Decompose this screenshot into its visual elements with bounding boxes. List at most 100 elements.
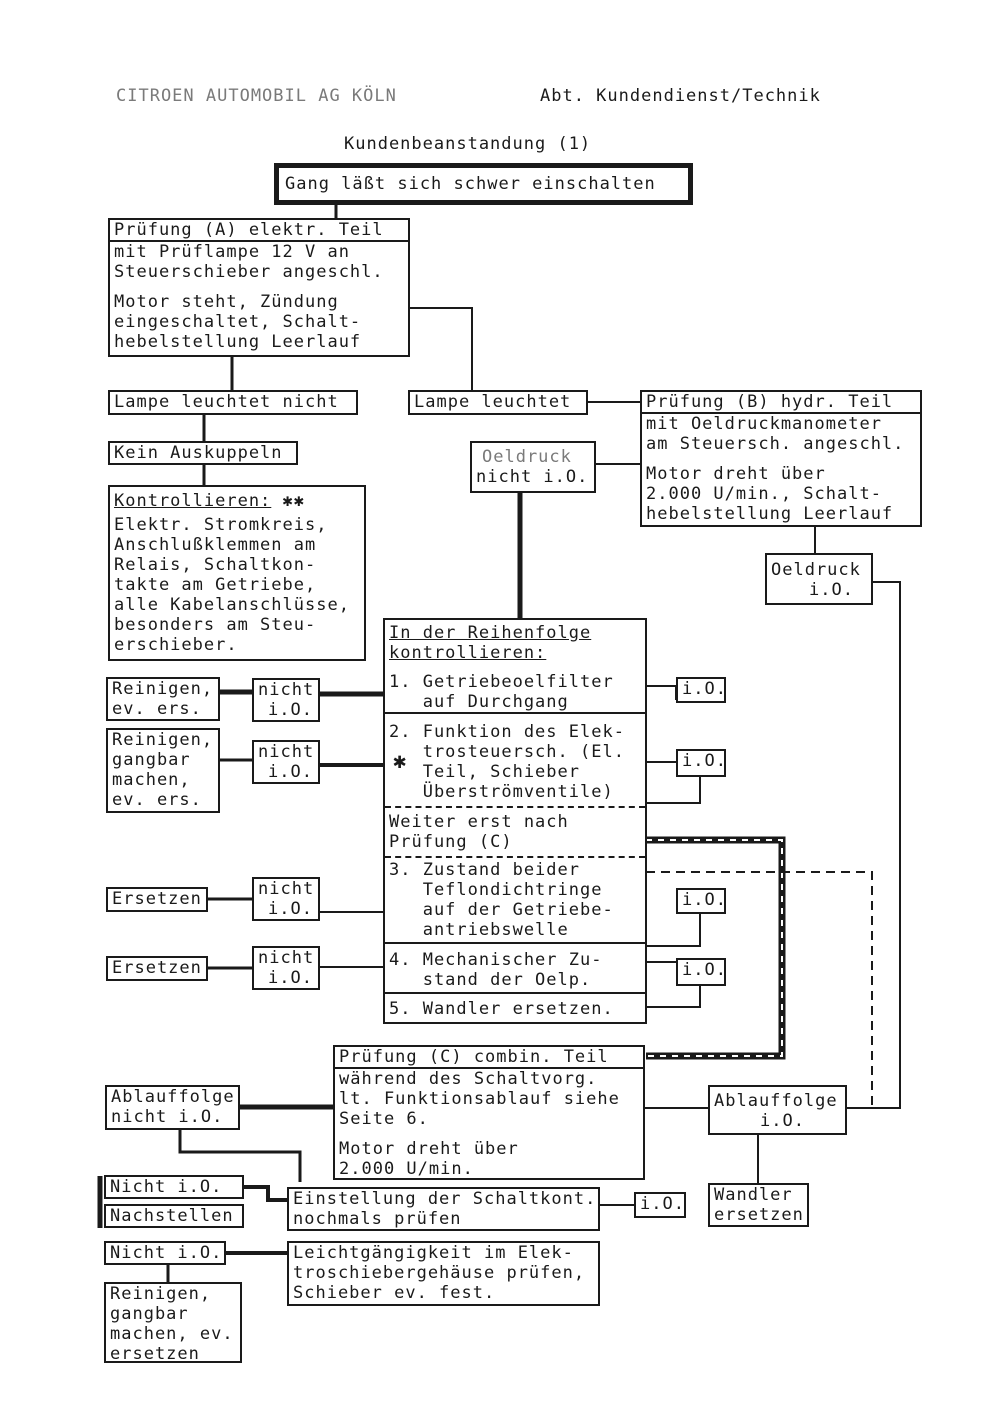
divider bbox=[385, 806, 645, 808]
not-ok-line: nicht bbox=[258, 680, 315, 700]
test-a-line: mit Prüflampe 12 V an bbox=[114, 242, 350, 262]
not-ok-line: i.O. bbox=[268, 700, 313, 720]
check-valve-box: Leichtgängigkeit im Elek- troschiebergeh… bbox=[287, 1241, 600, 1306]
check-line: alle Kabelanschlüsse, bbox=[114, 595, 350, 615]
clean-replace-line: Reinigen, bbox=[112, 679, 214, 699]
step-4: 4. Mechanischer Zu- stand der Oelp. bbox=[385, 950, 645, 990]
wait-line: Weiter erst nach bbox=[389, 812, 569, 832]
clean-free-line: ev. ers. bbox=[112, 790, 202, 810]
test-c-line: Seite 6. bbox=[339, 1109, 429, 1129]
ok-box: i.O. bbox=[676, 677, 726, 703]
not-ok-box: Nicht i.O. bbox=[104, 1175, 244, 1199]
sequence-not-ok-box: Ablauffolge nicht i.O. bbox=[105, 1085, 240, 1130]
ok-text: i.O. bbox=[682, 751, 727, 771]
step-2: 2. Funktion des Elek- trosteuersch. (El.… bbox=[385, 722, 645, 802]
page-title: Kundenbeanstandung (1) bbox=[344, 134, 592, 154]
clean-free-line: gangbar bbox=[112, 750, 191, 770]
replace-box: Ersetzen bbox=[106, 887, 208, 912]
clean-free-line: ersetzen bbox=[110, 1344, 200, 1364]
check-line: besonders am Steu- bbox=[114, 615, 317, 635]
sequence-ok-line: i.O. bbox=[760, 1111, 805, 1131]
lamp-on-text: Lampe leuchtet bbox=[414, 392, 572, 412]
sequence-not-ok-line: Ablauffolge bbox=[111, 1087, 235, 1107]
check-heading: Kontrollieren: ✱✱ bbox=[110, 487, 364, 511]
oil-pressure-not-ok-box: Oeldruck nicht i.O. bbox=[470, 441, 596, 493]
oil-pressure-ok-line: i.O. bbox=[809, 580, 854, 600]
no-declutch-box: Kein Auskuppeln bbox=[108, 441, 298, 465]
ok-text: i.O. bbox=[682, 960, 727, 980]
not-ok-line: nicht bbox=[258, 879, 315, 899]
not-ok-line: i.O. bbox=[268, 968, 313, 988]
check-line: Anschlußklemmen am bbox=[114, 535, 317, 555]
step-line: Überströmventile) bbox=[389, 782, 614, 802]
wait-line: Prüfung (C) bbox=[389, 832, 513, 852]
company-name: CITROEN AUTOMOBIL AG KÖLN bbox=[116, 86, 397, 106]
check-title: Kontrollieren: bbox=[114, 491, 272, 511]
not-ok-box: nicht i.O. bbox=[252, 877, 320, 921]
step-line: auf Durchgang bbox=[389, 692, 569, 712]
divider bbox=[385, 856, 645, 858]
test-c-line: Motor dreht über bbox=[339, 1139, 519, 1159]
oil-pressure-not-ok-line: nicht i.O. bbox=[476, 467, 589, 487]
test-b-line: Motor dreht über bbox=[646, 464, 826, 484]
oil-pressure-ok-line: Oeldruck bbox=[771, 560, 861, 580]
step-1: 1. Getriebeoelfilter auf Durchgang bbox=[385, 672, 645, 712]
oil-pressure-ok-box: Oeldruck i.O. bbox=[765, 553, 873, 605]
check-contacts-line: nochmals prüfen bbox=[293, 1209, 462, 1229]
sequence-not-ok-line: nicht i.O. bbox=[111, 1107, 224, 1127]
ok-text: i.O. bbox=[682, 679, 727, 699]
test-b-line: hebelstellung Leerlauf bbox=[646, 504, 894, 524]
clean-free-line: Reinigen, bbox=[110, 1284, 212, 1304]
not-ok-box: nicht i.O. bbox=[252, 678, 320, 722]
not-ok-line: i.O. bbox=[268, 762, 313, 782]
step-3: 3. Zustand beider Teflondichtringe auf d… bbox=[385, 860, 645, 940]
check-line: erschieber. bbox=[114, 635, 238, 655]
test-b-box: Prüfung (B) hydr. Teil mit Oeldruckmanom… bbox=[640, 390, 922, 527]
clean-free-box: Reinigen, gangbar machen, ev. ers. bbox=[106, 728, 220, 813]
divider bbox=[385, 942, 645, 944]
readjust-box: Nachstellen bbox=[104, 1204, 244, 1228]
sequence-title: In der Reihenfolge bbox=[389, 623, 592, 643]
not-ok-line: nicht bbox=[258, 948, 315, 968]
step-line: stand der Oelp. bbox=[389, 970, 592, 990]
step-line: Teil, Schieber bbox=[389, 762, 580, 782]
test-c-title: Prüfung (C) combin. Teil bbox=[335, 1047, 643, 1069]
wait-note: Weiter erst nach Prüfung (C) bbox=[385, 812, 645, 852]
check-contacts-line: Einstellung der Schaltkont. bbox=[293, 1189, 597, 1209]
test-b-line: am Steuersch. angeschl. bbox=[646, 434, 905, 454]
test-c-box: Prüfung (C) combin. Teil während des Sch… bbox=[333, 1045, 645, 1180]
clean-replace-box: Reinigen, ev. ers. bbox=[106, 677, 220, 721]
step-line: antriebswelle bbox=[389, 920, 569, 940]
test-a-title: Prüfung (A) elektr. Teil bbox=[110, 220, 408, 242]
check-valve-line: Leichtgängigkeit im Elek- bbox=[293, 1243, 574, 1263]
oil-pressure-not-ok-line: Oeldruck bbox=[482, 447, 572, 467]
test-c-line: während des Schaltvorg. bbox=[339, 1069, 598, 1089]
step-line: 2. Funktion des Elek- bbox=[389, 722, 625, 742]
no-declutch-text: Kein Auskuppeln bbox=[114, 443, 283, 463]
asterisk-icon: ✱ bbox=[393, 749, 408, 774]
not-ok-line: i.O. bbox=[268, 899, 313, 919]
not-ok-text: Nicht i.O. bbox=[110, 1177, 223, 1197]
check-contacts-box: Einstellung der Schaltkont. nochmals prü… bbox=[287, 1187, 600, 1231]
ok-box: i.O. bbox=[676, 958, 726, 986]
ok-box: i.O. bbox=[676, 888, 726, 914]
step-5: 5. Wandler ersetzen. bbox=[385, 999, 645, 1019]
divider bbox=[385, 712, 645, 714]
test-c-line: 2.000 U/min. bbox=[339, 1159, 474, 1179]
step-line: auf der Getriebe- bbox=[389, 900, 614, 920]
check-box: Kontrollieren: ✱✱ Elektr. Stromkreis, An… bbox=[108, 485, 366, 661]
step-line: 4. Mechanischer Zu- bbox=[389, 950, 603, 970]
test-b-title: Prüfung (B) hydr. Teil bbox=[642, 392, 920, 414]
test-a-line: Steuerschieber angeschl. bbox=[114, 262, 384, 282]
not-ok-box: nicht i.O. bbox=[252, 946, 320, 990]
complaint-text: Gang läßt sich schwer einschalten bbox=[285, 174, 656, 194]
lamp-off-box: Lampe leuchtet nicht bbox=[108, 390, 358, 415]
step-line: 3. Zustand beider bbox=[389, 860, 580, 880]
ok-text: i.O. bbox=[640, 1194, 685, 1214]
test-a-line: Motor steht, Zündung bbox=[114, 292, 339, 312]
clean-free-line: Reinigen, bbox=[112, 730, 214, 750]
replace-text: Ersetzen bbox=[112, 889, 202, 909]
replace-converter-box: Wandler ersetzen bbox=[708, 1183, 809, 1227]
ok-box: i.O. bbox=[676, 749, 726, 777]
